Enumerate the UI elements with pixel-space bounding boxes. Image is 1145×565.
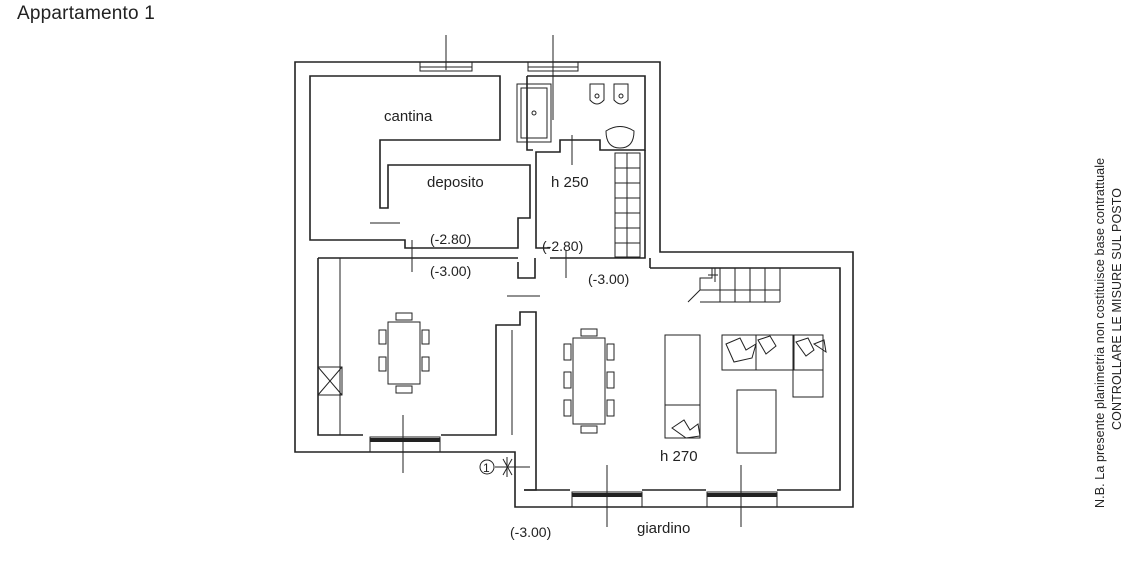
stair-lower	[687, 267, 781, 303]
level-label-garden: (-3.00)	[510, 524, 551, 540]
stove	[317, 366, 343, 396]
room-label-deposito: deposito	[427, 174, 484, 191]
bathtub	[516, 83, 552, 143]
windows	[369, 61, 778, 508]
disclaimer-note: N.B. La presente planimetria non costitu…	[1093, 157, 1107, 508]
bathroom-fixtures	[516, 83, 635, 149]
sink	[605, 126, 635, 149]
level-label-stair: (-2.80)	[542, 238, 583, 254]
level-label-kitchen: (-3.00)	[430, 263, 471, 279]
room-label-cantina: cantina	[384, 108, 433, 125]
coffee-table	[736, 389, 777, 454]
kitchen-counter	[317, 258, 513, 435]
level-label-living: (-3.00)	[588, 271, 629, 287]
sofa-left	[664, 334, 701, 406]
height-label-living: h 270	[660, 448, 698, 465]
entrance-number: 1	[483, 461, 490, 475]
outer-walls	[294, 61, 854, 508]
dining-table-kitchen	[378, 312, 430, 394]
page-title: Appartamento 1	[17, 3, 155, 24]
height-label-bathroom: h 250	[551, 174, 589, 191]
armchair	[664, 404, 701, 439]
dining-table-living	[563, 328, 615, 434]
sofa-right	[792, 334, 824, 398]
entrance-marker: 1	[479, 457, 530, 477]
bidet	[589, 83, 605, 105]
sofa-top	[721, 334, 795, 371]
room-label-giardino: giardino	[637, 520, 690, 537]
stair-upper	[614, 152, 641, 258]
living-furniture	[664, 334, 827, 454]
axis-lines	[370, 35, 742, 527]
toilet	[613, 83, 629, 105]
measurement-note: CONTROLLARE LE MISURE SUL POSTO	[1110, 187, 1124, 430]
level-label-deposito: (-2.80)	[430, 231, 471, 247]
